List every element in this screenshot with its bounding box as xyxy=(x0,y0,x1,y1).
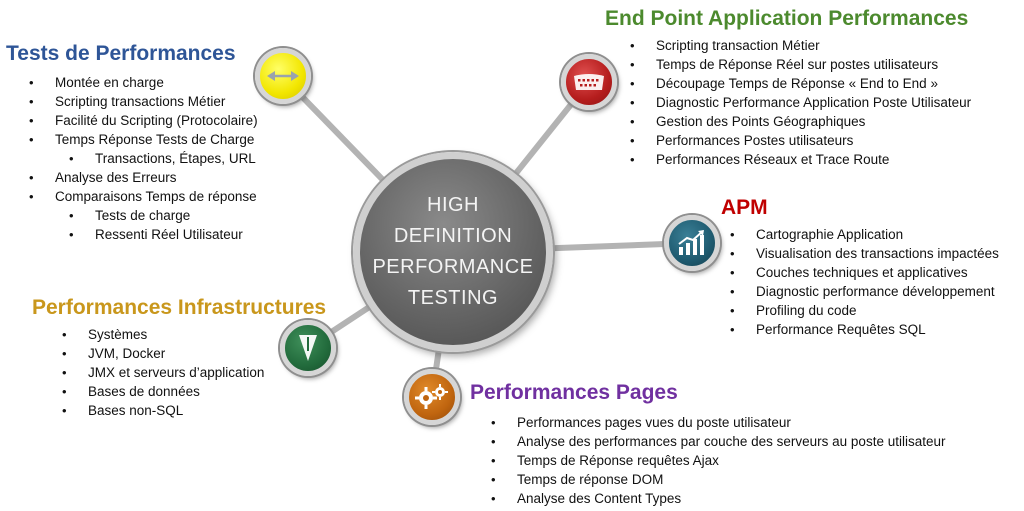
list-item: Temps de Réponse requêtes Ajax xyxy=(491,451,945,470)
list-item: Analyse des performances par couche des … xyxy=(491,432,945,451)
list-item: Diagnostic Performance Application Poste… xyxy=(630,93,971,112)
list-item: Comparaisons Temps de réponse xyxy=(29,187,258,206)
apm-list: Cartographie Application Visualisation d… xyxy=(730,225,999,339)
endpoint-title: End Point Application Performances xyxy=(605,7,969,30)
list-item: Performances Postes utilisateurs xyxy=(630,131,971,150)
list-item: Analyse des Erreurs xyxy=(29,168,258,187)
list-item: JMX et serveurs d’application xyxy=(62,363,264,382)
tests-perf-list: Montée en charge Scripting transactions … xyxy=(29,73,258,244)
list-item: JVM, Docker xyxy=(62,344,264,363)
double-arrow-icon xyxy=(255,48,311,104)
hub-line-4: TESTING xyxy=(407,287,499,309)
list-item: Cartographie Application xyxy=(730,225,999,244)
list-item: Temps de réponse DOM xyxy=(491,470,945,489)
list-item: Montée en charge xyxy=(29,73,258,92)
list-subitem: Ressenti Réel Utilisateur xyxy=(29,225,258,244)
pages-list: Performances pages vues du poste utilisa… xyxy=(491,413,945,508)
hub-line-1: HIGH xyxy=(427,194,479,216)
list-subitem: Transactions, Étapes, URL xyxy=(29,149,258,168)
gears-icon xyxy=(404,369,460,425)
list-item: Profiling du code xyxy=(730,301,999,320)
list-subitem: Tests de charge xyxy=(29,206,258,225)
central-hub: HIGH DEFINITION PERFORMANCE TESTING xyxy=(353,152,553,352)
list-item: Analyse des Content Types xyxy=(491,489,945,508)
download-arrow-icon xyxy=(280,320,336,376)
list-item: Performance Requêtes SQL xyxy=(730,320,999,339)
infra-list: Systèmes JVM, Docker JMX et serveurs d’a… xyxy=(62,325,264,420)
list-item: Couches techniques et applicatives xyxy=(730,263,999,282)
growth-chart-icon xyxy=(664,215,720,271)
list-item: Systèmes xyxy=(62,325,264,344)
list-item: Bases de données xyxy=(62,382,264,401)
hub-line-2: DEFINITION xyxy=(393,225,513,247)
endpoint-list: Scripting transaction Métier Temps de Ré… xyxy=(630,36,971,169)
list-item: Gestion des Points Géographiques xyxy=(630,112,971,131)
list-item: Scripting transaction Métier xyxy=(630,36,971,55)
list-item: Découpage Temps de Réponse « End to End … xyxy=(630,74,971,93)
list-item: Diagnostic performance développement xyxy=(730,282,999,301)
list-item: Visualisation des transactions impactées xyxy=(730,244,999,263)
hub-line-3: PERFORMANCE xyxy=(372,256,534,278)
apm-title: APM xyxy=(721,196,768,219)
list-item: Scripting transactions Métier xyxy=(29,92,258,111)
keyboard-icon xyxy=(561,54,617,110)
list-item: Bases non-SQL xyxy=(62,401,264,420)
pages-title: Performances Pages xyxy=(470,381,678,404)
list-item: Temps de Réponse Réel sur postes utilisa… xyxy=(630,55,971,74)
infra-title: Performances Infrastructures xyxy=(32,296,327,319)
list-item: Performances pages vues du poste utilisa… xyxy=(491,413,945,432)
list-item: Performances Réseaux et Trace Route xyxy=(630,150,971,169)
list-item: Facilité du Scripting (Protocolaire) xyxy=(29,111,258,130)
list-item: Temps Réponse Tests de Charge xyxy=(29,130,258,149)
tests-perf-title: Tests de Performances xyxy=(6,42,236,65)
